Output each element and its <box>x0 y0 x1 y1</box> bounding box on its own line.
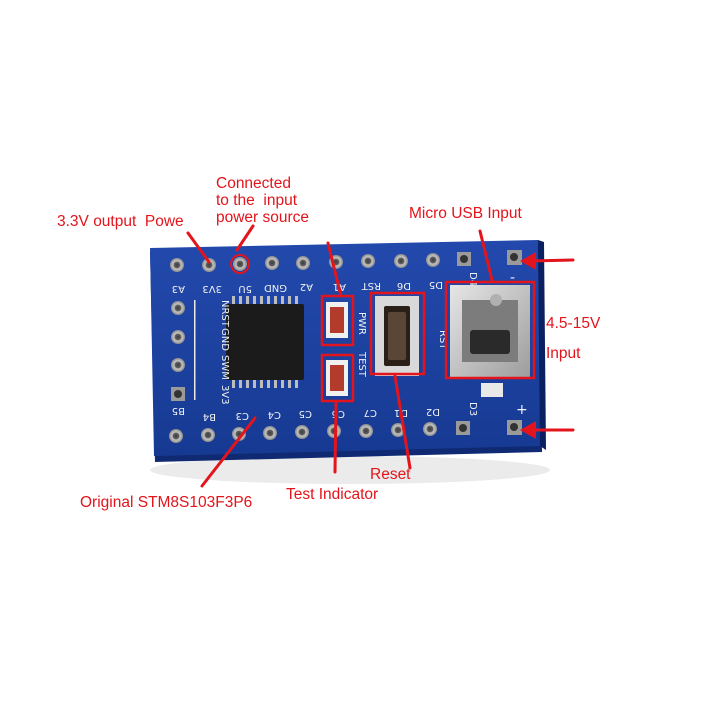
pwr-led-box <box>320 294 355 347</box>
test-label: TEST <box>356 351 367 378</box>
pwr-led <box>326 302 348 338</box>
reset-label: Reset <box>370 466 411 483</box>
reset-button-part <box>375 296 419 376</box>
silkscreen-left: NRST GND SWM 3V3 <box>219 300 230 405</box>
output-3v3-label: 3.3V output Powe <box>57 213 184 230</box>
leader-chip <box>200 416 257 488</box>
leader-test <box>333 400 338 474</box>
leader-usb <box>478 229 494 282</box>
pin-label-5u: 5U <box>238 283 252 294</box>
pin-label-d3: D3 <box>467 402 478 416</box>
chip-label: Original STM8S103F3P6 <box>80 494 253 511</box>
pin-label-b5: B5 <box>172 405 185 416</box>
pin-label-c4: C4 <box>268 409 281 420</box>
connected-label-line1: Connected <box>216 175 291 192</box>
pin-label-d4: D4 <box>467 272 478 286</box>
pin-label-left-gnd: GND <box>219 328 230 351</box>
connected-label-line3: power source <box>216 209 310 226</box>
arrow-head-top <box>520 252 536 270</box>
pin-label-gnd: GND <box>264 282 287 293</box>
pwr-label: PWR <box>356 312 367 335</box>
usb-box <box>444 280 536 380</box>
pin-label-c3: C3 <box>236 410 249 421</box>
leader-arrow-top <box>528 258 575 263</box>
pin-label-rst: RST <box>361 280 381 291</box>
pin-label-3v3: 3V3 <box>202 283 222 294</box>
arrow-head-bottom <box>520 421 536 439</box>
reset-box <box>369 291 426 376</box>
micro-usb-connector <box>450 285 530 377</box>
pin-label-d5: D5 <box>429 279 443 290</box>
pin-label-a3: A3 <box>172 283 185 294</box>
swim-header <box>171 300 196 401</box>
top-pin-row <box>170 250 522 272</box>
pin-label-d6: D6 <box>397 280 411 291</box>
bottom-pin-row <box>169 420 522 443</box>
input-label: Input <box>546 345 581 362</box>
capacitor <box>481 383 503 397</box>
pin-label-d2: D2 <box>426 406 440 417</box>
leader-pwr-led <box>326 241 343 298</box>
pin-label-left-3v3: 3V3 <box>219 385 230 405</box>
stm8-chip <box>226 296 304 388</box>
pin-label-c5: C5 <box>299 408 312 419</box>
pin-label-nrst: NRST <box>219 300 230 328</box>
pin-minus-label: - <box>510 270 515 286</box>
pin-label-c6: C6 <box>332 408 345 419</box>
test-led-box <box>320 353 355 403</box>
connected-label-line2: to the input <box>216 192 298 209</box>
5v-pin-highlight <box>230 254 250 274</box>
leader-3v3 <box>186 231 211 264</box>
arrow-heads <box>520 252 536 439</box>
leader-connected <box>235 224 255 252</box>
test-led <box>326 360 348 396</box>
silkscreen-misc: PWR TEST RST + - <box>356 270 528 418</box>
pin-label-a2: A2 <box>300 281 313 292</box>
pin-label-c7: C7 <box>364 407 377 418</box>
pin-label-b4: B4 <box>203 411 216 422</box>
annotation-leaders <box>186 224 575 488</box>
leader-reset <box>393 374 412 470</box>
annotation-boxes <box>320 280 536 403</box>
rst-label: RST <box>437 330 448 350</box>
test-indicator-label: Test Indicator <box>286 486 379 503</box>
voltage-range-label: 4.5-15V <box>546 315 601 332</box>
pin-label-swm: SWM <box>219 355 230 380</box>
pin-plus-label: + <box>516 402 528 418</box>
micro-usb-label: Micro USB Input <box>409 205 522 222</box>
